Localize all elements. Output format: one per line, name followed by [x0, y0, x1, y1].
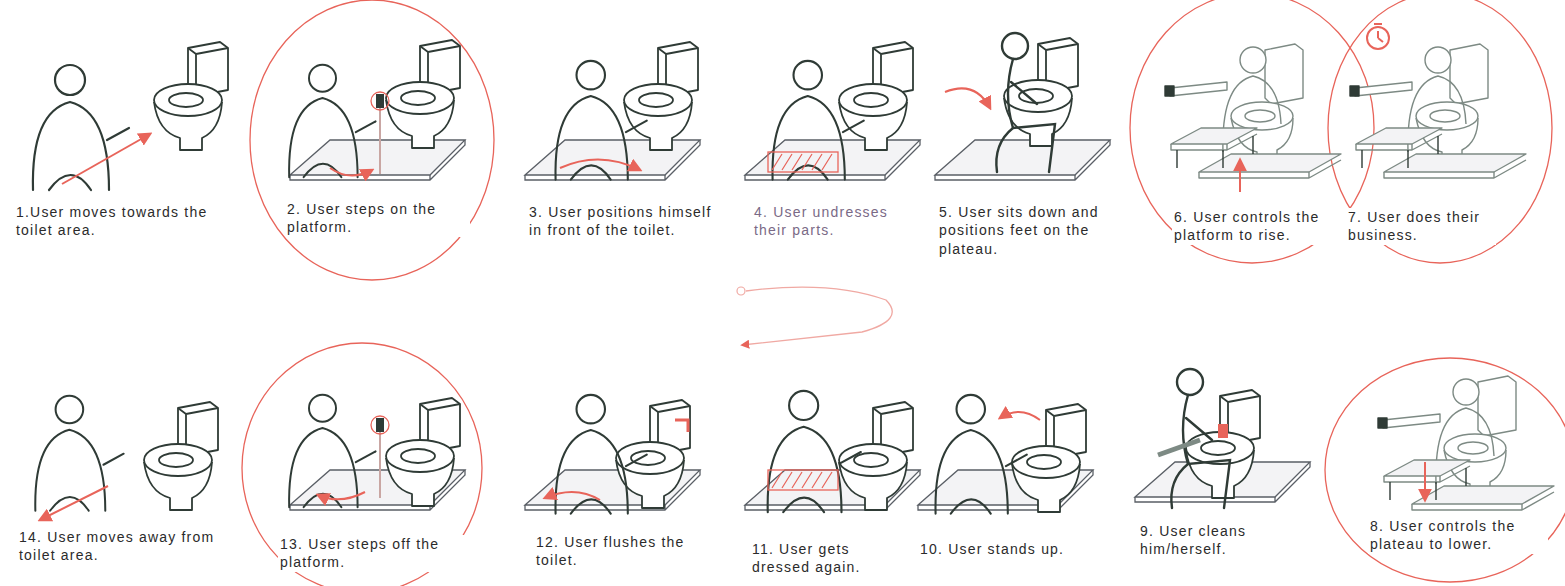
step-caption: 6. User controls the platform to rise.: [1172, 208, 1350, 245]
toilet: [1186, 390, 1260, 498]
lift-platform-view: [1378, 376, 1554, 510]
step-caption: 8. User controls the plateau to lower.: [1368, 517, 1548, 554]
step-caption: 11. User gets dressed again.: [750, 540, 910, 577]
user-figure: [35, 396, 123, 511]
platform: [745, 140, 920, 180]
lower-arrow: [1424, 462, 1426, 500]
toilet: [386, 398, 460, 506]
seated-figure: [996, 33, 1055, 172]
step-caption: 3. User positions himself in front of th…: [527, 203, 727, 240]
flush-handle: [675, 420, 688, 432]
user-figure: [773, 61, 864, 180]
toilet: [386, 40, 460, 148]
user-figure: [768, 391, 861, 512]
step-caption: 12. User flushes the toilet.: [534, 533, 719, 570]
user-figure: [33, 65, 129, 190]
rise-arrow: [1239, 160, 1241, 192]
step-caption: 4. User undresses their parts.: [752, 203, 917, 240]
platform: [525, 140, 700, 180]
step-caption: 13. User steps off the platform.: [278, 535, 493, 572]
motion-arrow: [318, 492, 365, 499]
row-flow-arrow: [742, 287, 892, 345]
step-caption: 7. User does their business.: [1346, 208, 1496, 245]
motion-arrow: [1000, 412, 1040, 420]
step-caption: 1.User moves towards the toilet area.: [14, 203, 244, 240]
motion-arrow: [560, 159, 640, 170]
lever: [1158, 440, 1200, 455]
control-pole: [371, 416, 389, 498]
flow-start-dot: [737, 287, 745, 295]
motion-arrow: [945, 88, 990, 108]
platform: [935, 140, 1110, 180]
seated-figure: [1171, 369, 1230, 508]
step-caption: 10. User stands up.: [918, 540, 1066, 558]
lift-platform-view: [1350, 44, 1526, 178]
step-caption: 2. User steps on the platform.: [285, 200, 470, 237]
toilet: [154, 42, 228, 150]
control-pole: [371, 92, 389, 174]
toilet: [144, 402, 218, 510]
emphasis-circle: [1325, 358, 1565, 582]
user-figure: [289, 65, 375, 178]
motion-arrow: [62, 134, 150, 184]
step-caption: 5. User sits down and positions feet on …: [937, 203, 1127, 258]
clothing-hatch: [768, 152, 838, 172]
step-caption: 14. User moves away from toilet area.: [17, 528, 217, 565]
user-figure: [556, 395, 647, 514]
user-figure: [556, 61, 647, 180]
toilet: [1012, 404, 1086, 512]
toilet: [839, 402, 913, 510]
emphasis-circle: [250, 0, 494, 280]
emphasis-circle: [1328, 0, 1552, 263]
paper-roll: [1218, 424, 1228, 438]
motion-arrow: [545, 492, 600, 500]
clothing-hatch: [768, 470, 838, 490]
stopwatch-icon: [1367, 24, 1389, 49]
motion-arrow: [330, 168, 372, 176]
user-figure: [289, 395, 375, 508]
lift-platform-view: [1165, 44, 1341, 178]
toilet: [624, 42, 698, 150]
toilet: [839, 42, 913, 150]
motion-arrow: [40, 486, 108, 520]
platform: [290, 140, 465, 180]
emphasis-circle: [1130, 0, 1374, 263]
step-caption: 9. User cleans him/herself.: [1138, 522, 1268, 559]
